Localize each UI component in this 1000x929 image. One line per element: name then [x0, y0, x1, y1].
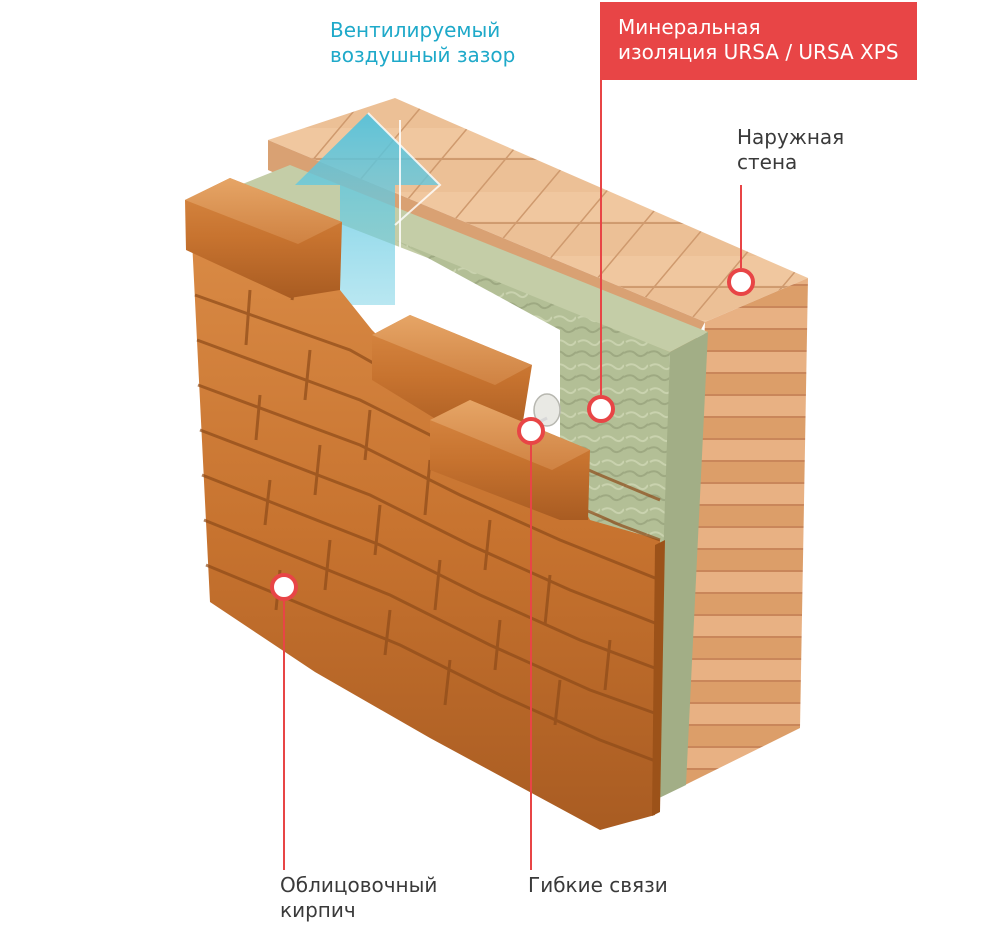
- air-gap-label: Вентилируемый воздушный зазор: [330, 18, 515, 68]
- outer-wall-label-line1: Наружная: [737, 125, 845, 149]
- marker-ties: [517, 417, 545, 445]
- facing-brick-label-line2: кирпич: [280, 898, 356, 922]
- outer-wall-label: Наружная стена: [737, 125, 844, 175]
- facing-brick-wall: [185, 178, 665, 830]
- insulation-banner: Минеральная изоляция URSA / URSA XPS: [600, 2, 917, 80]
- marker-facing-brick: [270, 573, 298, 601]
- facing-brick-label-line1: Облицовочный: [280, 873, 438, 897]
- marker-insulation: [587, 395, 615, 423]
- insulation-label-line2: изоляция URSA / URSA XPS: [618, 40, 899, 64]
- facing-brick-front: [192, 240, 660, 830]
- outer-wall-label-line2: стена: [737, 150, 798, 174]
- insulation-label-line1: Минеральная: [618, 15, 761, 39]
- facing-brick-side: [652, 540, 665, 816]
- ties-label-line1: Гибкие связи: [528, 873, 668, 897]
- ties-label: Гибкие связи: [528, 873, 668, 898]
- marker-outer-wall: [727, 268, 755, 296]
- insulation-side: [655, 332, 708, 800]
- facing-brick-top-step: [185, 178, 590, 520]
- outer-wall-face: [685, 278, 808, 785]
- facing-brick-label: Облицовочный кирпич: [280, 873, 437, 923]
- air-gap-label-line2: воздушный зазор: [330, 43, 516, 67]
- air-gap-arrow: [295, 112, 442, 305]
- air-gap-label-line1: Вентилируемый: [330, 18, 501, 42]
